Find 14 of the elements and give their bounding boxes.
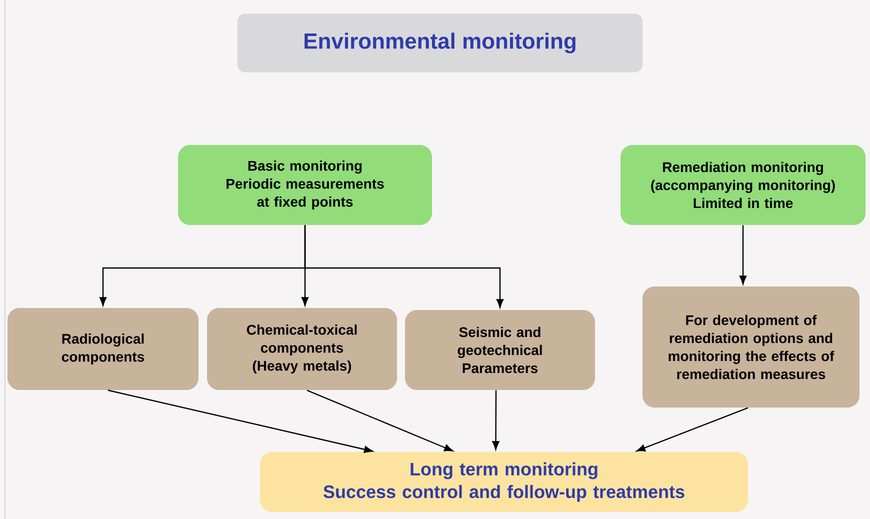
arrow	[492, 390, 500, 450]
title-box: Environmental monitoring	[237, 14, 643, 72]
arrow	[636, 407, 748, 452]
arrow	[739, 225, 747, 284]
process-box: Chemical-toxical components (Heavy metals)	[207, 308, 397, 390]
process-box: Radiological components	[8, 308, 198, 390]
arrow	[108, 390, 373, 453]
arrow	[306, 390, 454, 452]
result-box: Long term monitoring Success control and follow-up treatments	[260, 452, 748, 512]
process-box: Remediation monitoring (accompanying monitoring) Limited in time	[620, 145, 866, 225]
arrow	[304, 225, 504, 308]
process-box: Seismic and geotechnical Parameters	[405, 310, 595, 390]
process-box: For development of remediation options and monitoring the effects of remediation measures	[642, 286, 860, 408]
process-box: Basic monitoring Periodic measurements at fixed points	[178, 145, 432, 225]
